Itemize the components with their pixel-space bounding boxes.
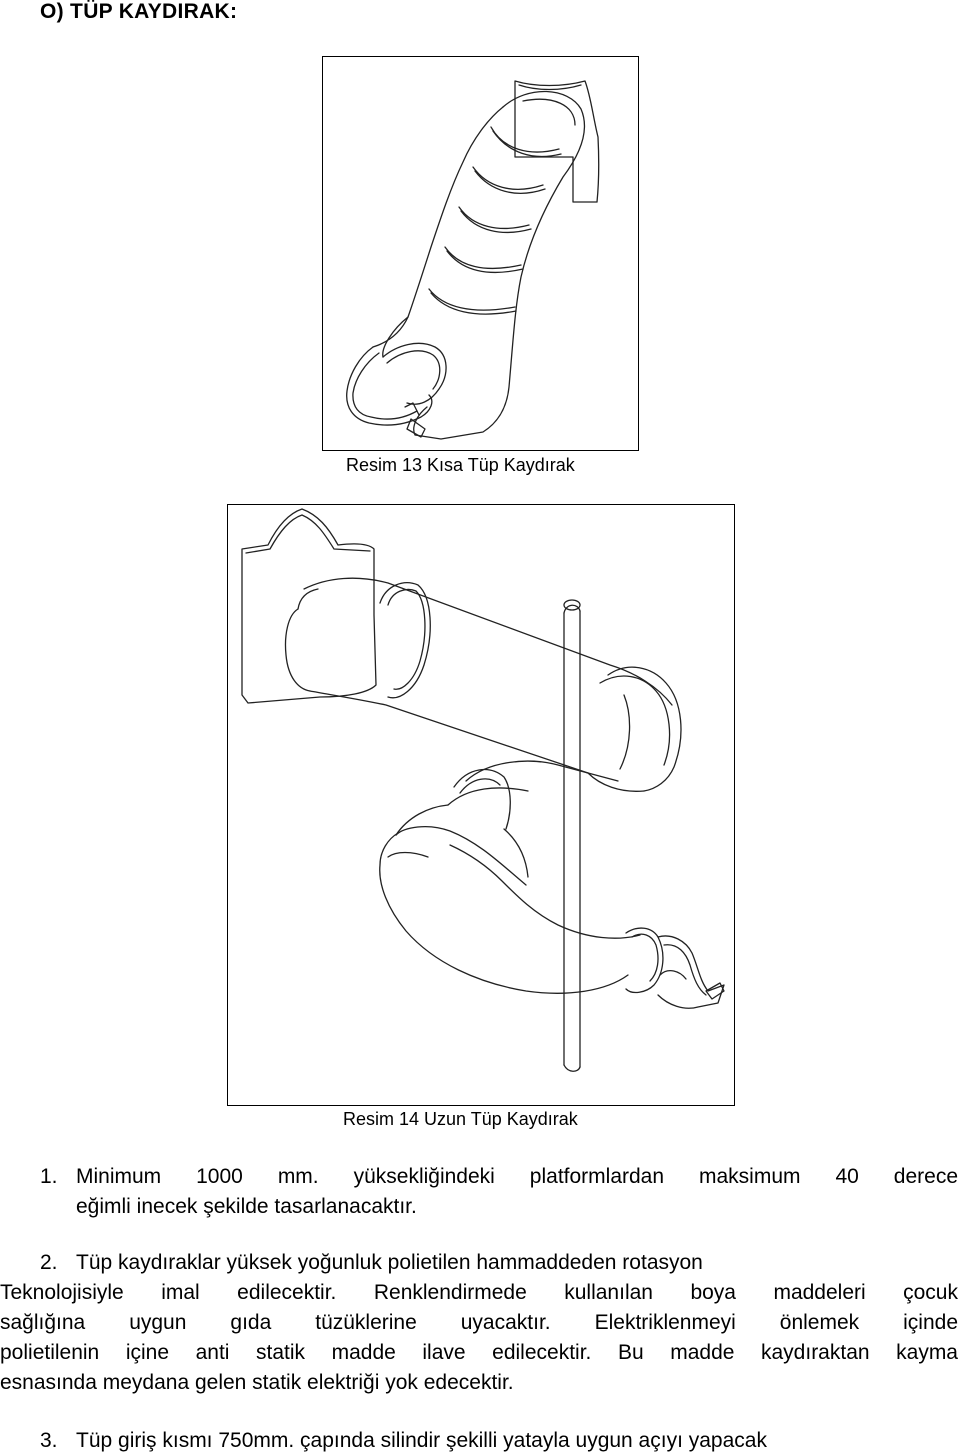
list-item-2: 2. — [40, 1247, 58, 1278]
list-item-2-line-2: Teknolojisiyle imal edilecektir. Renklen… — [0, 1281, 958, 1304]
list-item-2-line-4: polietilenin içine anti statik madde ila… — [0, 1341, 958, 1364]
long-tube-slide-drawing — [241, 508, 725, 1072]
short-tube-slide-figure — [322, 56, 639, 451]
list-item-number: 1. — [40, 1165, 58, 1188]
short-tube-slide-drawing — [346, 80, 600, 440]
long-tube-slide-figure — [227, 504, 735, 1106]
list-item-2-line-1: Tüp kaydıraklar yüksek yoğunluk polietil… — [76, 1251, 703, 1274]
list-item-1: 1. — [40, 1161, 58, 1192]
list-item-1-line-2: eğimli inecek şekilde tasarlanacaktır. — [76, 1195, 417, 1218]
list-item-2-line-5: esnasında meydana gelen statik elektriği… — [0, 1371, 514, 1394]
list-item-1-line-1: Minimum 1000 mm. yüksekliğindeki platfor… — [76, 1165, 958, 1188]
list-item-2-line-3: sağlığına uygun gıda tüzüklerine uyacakt… — [0, 1311, 958, 1334]
list-item-3: 3. — [40, 1425, 58, 1456]
section-heading: O) TÜP KAYDIRAK: — [40, 0, 238, 23]
figure-13-caption: Resim 13 Kısa Tüp Kaydırak — [346, 455, 575, 475]
list-item-number: 2. — [40, 1251, 58, 1274]
list-item-number: 3. — [40, 1429, 58, 1452]
list-item-3-line-1: Tüp giriş kısmı 750mm. çapında silindir … — [76, 1429, 767, 1452]
figure-14-caption: Resim 14 Uzun Tüp Kaydırak — [343, 1109, 578, 1129]
